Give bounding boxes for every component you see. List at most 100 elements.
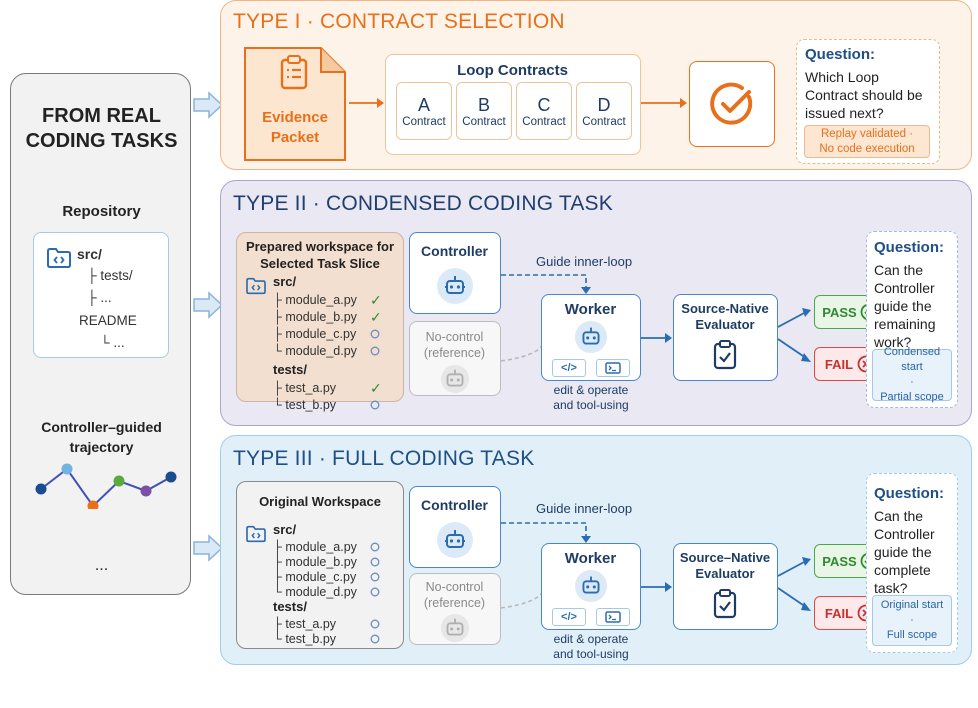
type2-question-box: Question: Can the Controller guide the r… <box>866 231 958 408</box>
contract-label: Contract <box>462 116 506 128</box>
arrow-to-type2-icon <box>193 291 224 319</box>
nocontrol-label: No-control (reference) <box>410 579 499 611</box>
file-name: └ module_d.py <box>273 343 357 358</box>
chip3-line1: Original start <box>880 599 944 611</box>
type1-panel: TYPE I · CONTRACT SELECTION Evidence Pac… <box>220 0 972 170</box>
repo-more-2: └ ... <box>100 335 125 350</box>
contract-label: Contract <box>522 116 566 128</box>
trajectory-label: Controller–guided trajectory <box>11 417 192 457</box>
workspace-file: ├ module_a.py <box>273 539 401 554</box>
pending-circle-icon <box>370 400 380 410</box>
q1-line2: Contract should be <box>805 87 923 103</box>
type2-question-text: Can the Controller guide the remaining w… <box>874 261 935 351</box>
nocontrol-line1: No-control <box>425 330 484 344</box>
file-name: └ test_b.py <box>273 397 337 412</box>
trajectory-graph <box>35 463 177 509</box>
workspace-file: ├ module_b.py <box>273 554 401 569</box>
type3-guide-label: Guide inner-loop <box>536 501 633 516</box>
q1-line3: issued next? <box>805 105 884 121</box>
type1-note: Replay validated · No code execution <box>804 125 930 158</box>
type2-ws-title: Prepared workspace for Selected Task Sli… <box>237 238 403 272</box>
arrow-worker-evaluator <box>641 582 672 592</box>
evaluator-line1: Source–Native <box>679 550 771 565</box>
arrows-evaluator-results <box>778 308 811 362</box>
pending-circle-icon <box>370 619 380 629</box>
more-ellipsis: ... <box>94 557 109 574</box>
ws2-src: src/ <box>273 274 297 289</box>
evaluator-label: Source-Native Evaluator <box>674 301 776 333</box>
pending-circle-icon <box>370 587 380 597</box>
source-column: FROM REAL CODING TASKS Repository src/ ├… <box>10 73 191 595</box>
ws2-file-list: ├ module_a.py✓├ module_b.py✓├ module_c.p… <box>273 291 401 359</box>
contract-label: Contract <box>582 116 626 128</box>
q2-line1: Can the <box>874 262 924 278</box>
evaluator-line2: Evaluator <box>695 566 755 581</box>
workspace-file: └ test_b.py <box>273 631 401 646</box>
file-name: └ test_b.py <box>273 631 337 646</box>
q2-line3: guide the <box>874 298 932 314</box>
ws3-src: src/ <box>273 522 297 537</box>
type3-question-text: Can the Controller guide the complete ta… <box>874 507 935 597</box>
repo-src: src/ <box>77 246 102 262</box>
evaluator-line1: Source-Native <box>681 301 769 316</box>
robot-icon <box>574 569 608 603</box>
type1-question-text: Which Loop Contract should be issued nex… <box>805 68 923 122</box>
nocontrol-label: No-control (reference) <box>410 329 499 361</box>
contract-letter: A <box>417 95 430 115</box>
contract-letter: B <box>477 95 490 115</box>
evaluator-label: Source–Native Evaluator <box>674 550 776 582</box>
done-check-icon: ✓ <box>370 379 382 396</box>
workspace-file: └ module_d.py <box>273 584 401 599</box>
type3-question-box: Question: Can the Controller guide the c… <box>866 473 958 653</box>
file-name: ├ module_c.py <box>273 326 357 341</box>
q3-line1: Can the <box>874 508 924 524</box>
note-line2: No code execution <box>819 142 915 155</box>
robot-icon <box>437 522 473 558</box>
fail-label: FAIL <box>824 605 854 621</box>
evidence-line1: Evidence <box>262 109 328 126</box>
arrow-evidence-contracts <box>349 98 384 108</box>
q2-line5: work? <box>874 334 912 350</box>
evaluator-line2: Evaluator <box>695 317 755 332</box>
arrow-worker-evaluator <box>641 333 672 343</box>
check-circle-icon <box>710 82 753 125</box>
worker-label: Worker <box>564 550 617 567</box>
code-icon: </> <box>552 608 586 626</box>
type3-ws-title: Original Workspace <box>259 494 381 509</box>
type2-workspace: Prepared workspace for Selected Task Sli… <box>236 232 404 412</box>
type2-title: TYPE II · CONDENSED CODING TASK <box>233 192 613 215</box>
q2-line4: remaining <box>874 316 936 332</box>
pending-circle-icon <box>370 634 380 644</box>
file-name: ├ test_a.py <box>273 380 337 395</box>
pending-circle-icon <box>370 572 380 582</box>
terminal-icon <box>596 608 630 626</box>
file-name: ├ module_a.py <box>273 292 357 307</box>
type1-title: TYPE I · CONTRACT SELECTION <box>233 10 565 33</box>
pending-circle-icon <box>370 557 380 567</box>
type3-scope-chip: Original start · Full scope <box>872 595 952 646</box>
repo-tests: ├ tests/ <box>87 268 133 283</box>
chip2-line1: Condensed start <box>883 346 941 373</box>
robot-muted-icon <box>440 613 470 643</box>
ws3-test-list: ├ test_a.py└ test_b.py <box>273 616 401 646</box>
pass-label: PASS <box>822 304 857 320</box>
source-title-line2: CODING TASKS <box>25 130 178 152</box>
clipboard-check-icon <box>713 340 737 370</box>
arrow-contracts-selection <box>641 98 687 108</box>
robot-muted-icon <box>440 364 470 394</box>
arrows-evaluator-results <box>778 557 811 611</box>
workspace-file: ├ module_c.py <box>273 569 401 584</box>
file-name: ├ test_a.py <box>273 616 337 631</box>
type3-nocontrol: No-control (reference) <box>409 573 501 645</box>
q3-line5: task? <box>874 580 908 596</box>
file-name: ├ module_b.py <box>273 309 357 324</box>
evidence-packet-document <box>244 47 346 161</box>
folder-code-icon <box>246 525 266 543</box>
ws2-test-list: ├ test_a.py ✓ └ test_b.py <box>273 379 401 413</box>
pass-label: PASS <box>822 553 857 569</box>
workspace-file: └ module_d.py <box>273 342 401 359</box>
file-name: └ module_d.py <box>273 584 357 599</box>
workspace-file: └ test_b.py <box>273 396 401 413</box>
